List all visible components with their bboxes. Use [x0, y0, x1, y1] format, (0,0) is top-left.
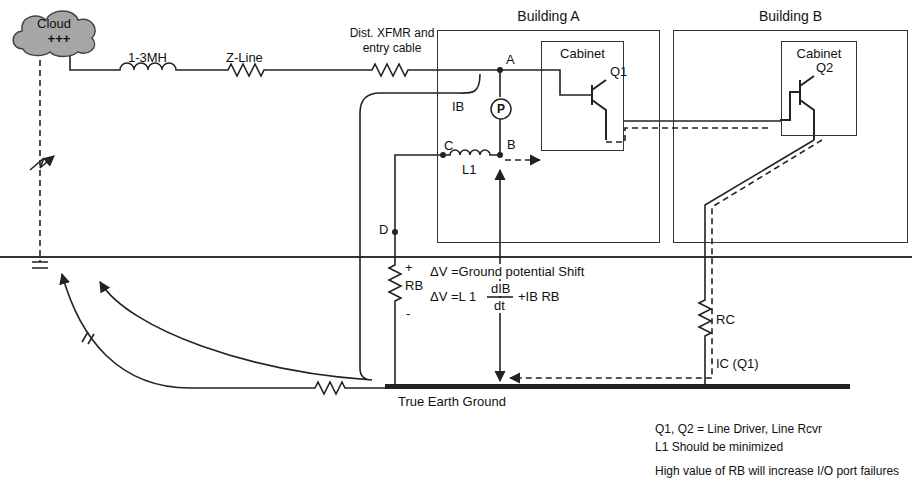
capacitor-symbol: [32, 262, 48, 268]
drawing-part: [497, 67, 503, 73]
note-text: Q1, Q2 = Line Driver, Line Rcvr: [655, 422, 822, 437]
callout-label: dt: [492, 298, 507, 313]
callout-label: ΔV =Ground potential Shift: [428, 264, 586, 279]
return-path: [62, 274, 385, 394]
callout-label: IC (Q1): [716, 356, 759, 371]
drawing-part: [497, 152, 503, 158]
current-path: [510, 128, 822, 378]
callout-label: A: [506, 52, 515, 67]
callout-label: ΔV =L 1: [428, 289, 478, 304]
building-outline: Building ACabinetP: [437, 30, 660, 243]
callout-label: RB: [405, 278, 423, 293]
node-label: P: [497, 102, 505, 117]
signal-wire: [500, 70, 592, 95]
callout-label: IB: [452, 99, 464, 114]
callout-label: True Earth Ground: [398, 394, 506, 409]
cloud-shape: Cloud+++: [8, 4, 100, 58]
current-loop: [100, 74, 480, 380]
note-text: L1 Should be minimized: [655, 440, 783, 455]
earth-ground-bar: [385, 384, 850, 389]
callout-label: RC: [716, 312, 735, 327]
cabinet-box: Cabinet: [541, 41, 624, 151]
transistor-symbol: [780, 76, 814, 140]
protector-circle: P: [490, 98, 512, 120]
building-heading: Building B: [674, 9, 907, 24]
callout-label: -: [406, 306, 410, 321]
callout-label: +: [405, 260, 413, 275]
cable-connector: [624, 120, 781, 122]
callout-label: Q1: [610, 64, 627, 79]
callout-label: 1-3MH: [128, 50, 167, 65]
current-path: [505, 159, 540, 161]
node-label: Cloud: [37, 16, 71, 31]
callout-label: dIB: [489, 281, 513, 296]
callout-label: C: [444, 138, 453, 153]
drawing-part: [392, 229, 398, 235]
resistor-symbol: [699, 140, 814, 384]
callout-label: Dist. XFMR and entry cable: [348, 26, 436, 56]
callout-label: L1: [462, 162, 476, 177]
building-heading: Building A: [438, 9, 659, 24]
callout-label: B: [507, 137, 516, 152]
node-label: Cabinet: [782, 46, 856, 61]
node-label: Cabinet: [542, 46, 623, 61]
charge-marks: +++: [48, 31, 71, 46]
cabinet-box: Cabinet: [781, 41, 857, 136]
callout-label: +IB RB: [516, 289, 562, 304]
drawing-part: [491, 99, 511, 119]
drawing-part: [13, 11, 95, 57]
callout-label: D: [379, 222, 388, 237]
callout-label: Z-Line: [226, 50, 263, 65]
wiring: [0, 56, 912, 394]
callout-label: Q2: [816, 60, 833, 75]
break-mark: [82, 332, 94, 344]
ground-surface: [0, 256, 912, 258]
lightning-symbol: [30, 156, 54, 170]
transistor-symbol: [592, 80, 606, 140]
junction-dots: [392, 67, 503, 235]
note-text: High value of RB will increase I/O port …: [655, 464, 899, 479]
building-outline: Building BCabinet: [673, 30, 908, 243]
